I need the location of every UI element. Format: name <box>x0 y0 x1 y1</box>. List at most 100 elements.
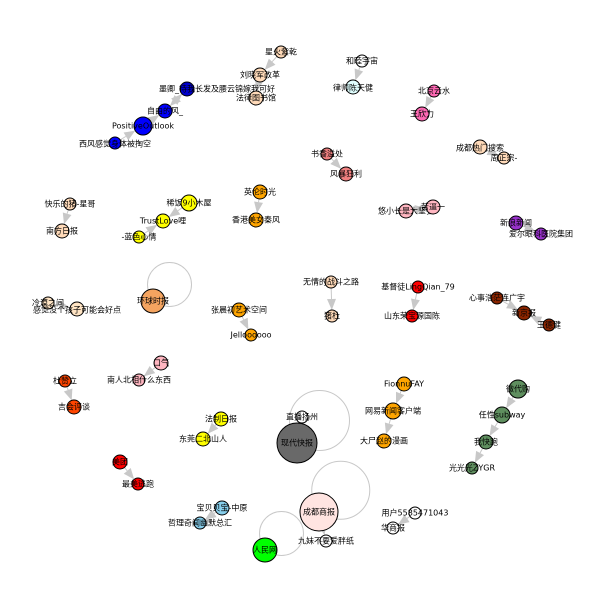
node-circle[interactable] <box>180 194 198 212</box>
node-circle[interactable] <box>195 431 211 447</box>
node-circle[interactable] <box>213 411 229 427</box>
node-circle[interactable] <box>396 376 412 392</box>
node-circle[interactable] <box>376 433 392 449</box>
node-circle[interactable] <box>472 139 488 155</box>
graph-node[interactable]: Jelloooooo <box>229 328 272 342</box>
node-circle[interactable] <box>214 500 230 516</box>
graph-node[interactable]: 猪杜 <box>324 309 340 323</box>
graph-node[interactable]: 新京报 <box>512 305 536 321</box>
node-circle[interactable] <box>66 399 82 415</box>
node-circle[interactable] <box>345 79 361 95</box>
graph-node[interactable]: 南人北相什么东西 <box>107 373 171 387</box>
graph-node[interactable]: 华商报 <box>381 521 405 535</box>
graph-node[interactable]: 大尸赵的漫画 <box>360 433 408 449</box>
node-circle[interactable] <box>153 355 169 371</box>
graph-node[interactable]: 任性subway <box>479 406 526 424</box>
graph-node[interactable]: 英伦时光 <box>244 184 276 200</box>
graph-node[interactable]: 成都商报 <box>299 492 339 532</box>
graph-node[interactable]: 九妹不要爱胖纸 <box>298 534 354 548</box>
graph-node[interactable]: 直播扬州 <box>286 410 318 424</box>
graph-node[interactable]: 微代购 <box>506 379 530 399</box>
node-circle[interactable] <box>54 223 70 239</box>
graph-node[interactable]: 口气 <box>153 355 169 371</box>
graph-node[interactable]: 哲理奇闻幽默总汇 <box>168 516 232 530</box>
graph-node[interactable]: 美团 <box>112 454 128 470</box>
graph-node[interactable]: FionnuFAY <box>384 376 424 392</box>
node-circle[interactable] <box>108 136 122 150</box>
node-circle[interactable] <box>338 166 354 182</box>
node-circle[interactable] <box>324 275 338 289</box>
node-circle[interactable] <box>508 215 524 231</box>
graph-node[interactable]: 风暴狂利 <box>330 166 362 182</box>
node-circle[interactable] <box>398 203 414 219</box>
node-circle[interactable] <box>63 197 77 211</box>
node-circle[interactable] <box>493 406 511 424</box>
node-circle[interactable] <box>325 309 339 323</box>
graph-node[interactable]: 法律图书馆 <box>236 90 276 106</box>
node-circle[interactable] <box>274 45 288 59</box>
node-circle[interactable] <box>320 147 334 161</box>
graph-node[interactable]: 东莞二北山人 <box>179 431 227 447</box>
node-circle[interactable] <box>244 328 258 342</box>
graph-node[interactable]: 周正宗- <box>491 151 518 165</box>
node-circle[interactable] <box>69 301 85 317</box>
node-circle[interactable] <box>508 379 528 399</box>
graph-node[interactable]: 西风感觉身体被掏空 <box>79 136 151 150</box>
graph-node[interactable]: 自由的风_ <box>147 103 184 119</box>
node-circle[interactable] <box>132 373 146 387</box>
graph-node[interactable]: 王德健 <box>537 318 561 332</box>
node-circle[interactable] <box>276 422 318 464</box>
graph-node[interactable]: 墨卿_待我长发及腰云锦嫁我可好 <box>159 81 275 97</box>
node-circle[interactable] <box>155 213 171 229</box>
graph-node[interactable]: 香港美女秦风 <box>232 212 280 228</box>
graph-node[interactable]: 山东荣宝源国陈 <box>384 309 440 323</box>
graph-node[interactable]: 新浪新闻 <box>500 215 532 231</box>
node-circle[interactable] <box>408 506 422 520</box>
graph-node[interactable]: 快乐的猪-星哥 <box>45 197 96 211</box>
graph-node[interactable]: 北京云水 <box>418 84 450 98</box>
node-circle[interactable] <box>534 227 548 241</box>
graph-node[interactable]: 苦逼一 <box>421 199 445 215</box>
graph-node[interactable]: 吉会评谈 <box>58 399 90 415</box>
node-circle[interactable] <box>478 434 494 450</box>
node-circle[interactable] <box>179 81 195 97</box>
node-circle[interactable] <box>299 492 339 532</box>
node-circle[interactable] <box>131 477 145 491</box>
graph-node[interactable]: 心事浩茫连广宇 <box>469 291 525 305</box>
node-circle[interactable] <box>355 54 369 68</box>
node-circle[interactable] <box>252 184 268 200</box>
node-circle[interactable] <box>248 90 264 106</box>
node-circle[interactable] <box>497 151 511 165</box>
graph-node[interactable]: 法制日报 <box>205 411 237 427</box>
node-circle[interactable] <box>252 67 268 83</box>
graph-node[interactable]: 南方日报 <box>46 223 78 239</box>
graph-node[interactable]: 刘晓军改革 <box>240 67 280 83</box>
graph-node[interactable]: 光光光ZYGR <box>449 461 496 475</box>
node-circle[interactable] <box>405 309 419 323</box>
node-circle[interactable] <box>41 296 55 310</box>
node-circle[interactable] <box>231 302 247 318</box>
node-circle[interactable] <box>248 212 264 228</box>
node-circle[interactable] <box>384 402 402 420</box>
graph-node[interactable]: 人民网 <box>252 537 278 563</box>
graph-node[interactable]: 悠小长是大坚强 <box>378 203 434 219</box>
node-circle[interactable] <box>425 199 441 215</box>
graph-node[interactable]: 无情的战斗之路 <box>303 275 359 289</box>
graph-node[interactable]: 成都热门搜索 <box>456 139 504 155</box>
node-circle[interactable] <box>411 280 425 294</box>
graph-node[interactable]: 环球时报 <box>137 288 169 314</box>
graph-node[interactable]: -蓝色心情 <box>122 230 157 244</box>
graph-node[interactable]: 宝贝贝宝-中原 <box>197 500 248 516</box>
node-circle[interactable] <box>319 534 333 548</box>
graph-node[interactable]: 现代快报 <box>276 422 318 464</box>
graph-node[interactable]: 星火紫乾 <box>265 45 297 59</box>
node-circle[interactable] <box>490 291 504 305</box>
graph-node[interactable]: 律师陈天健 <box>333 79 373 95</box>
node-circle[interactable] <box>157 103 173 119</box>
graph-node[interactable]: 我快跑 <box>474 434 498 450</box>
node-circle[interactable] <box>252 537 278 563</box>
node-circle[interactable] <box>140 288 166 314</box>
graph-node[interactable]: 张晨初艺术空间 <box>211 302 267 318</box>
node-circle[interactable] <box>427 84 441 98</box>
node-circle[interactable] <box>465 461 479 475</box>
